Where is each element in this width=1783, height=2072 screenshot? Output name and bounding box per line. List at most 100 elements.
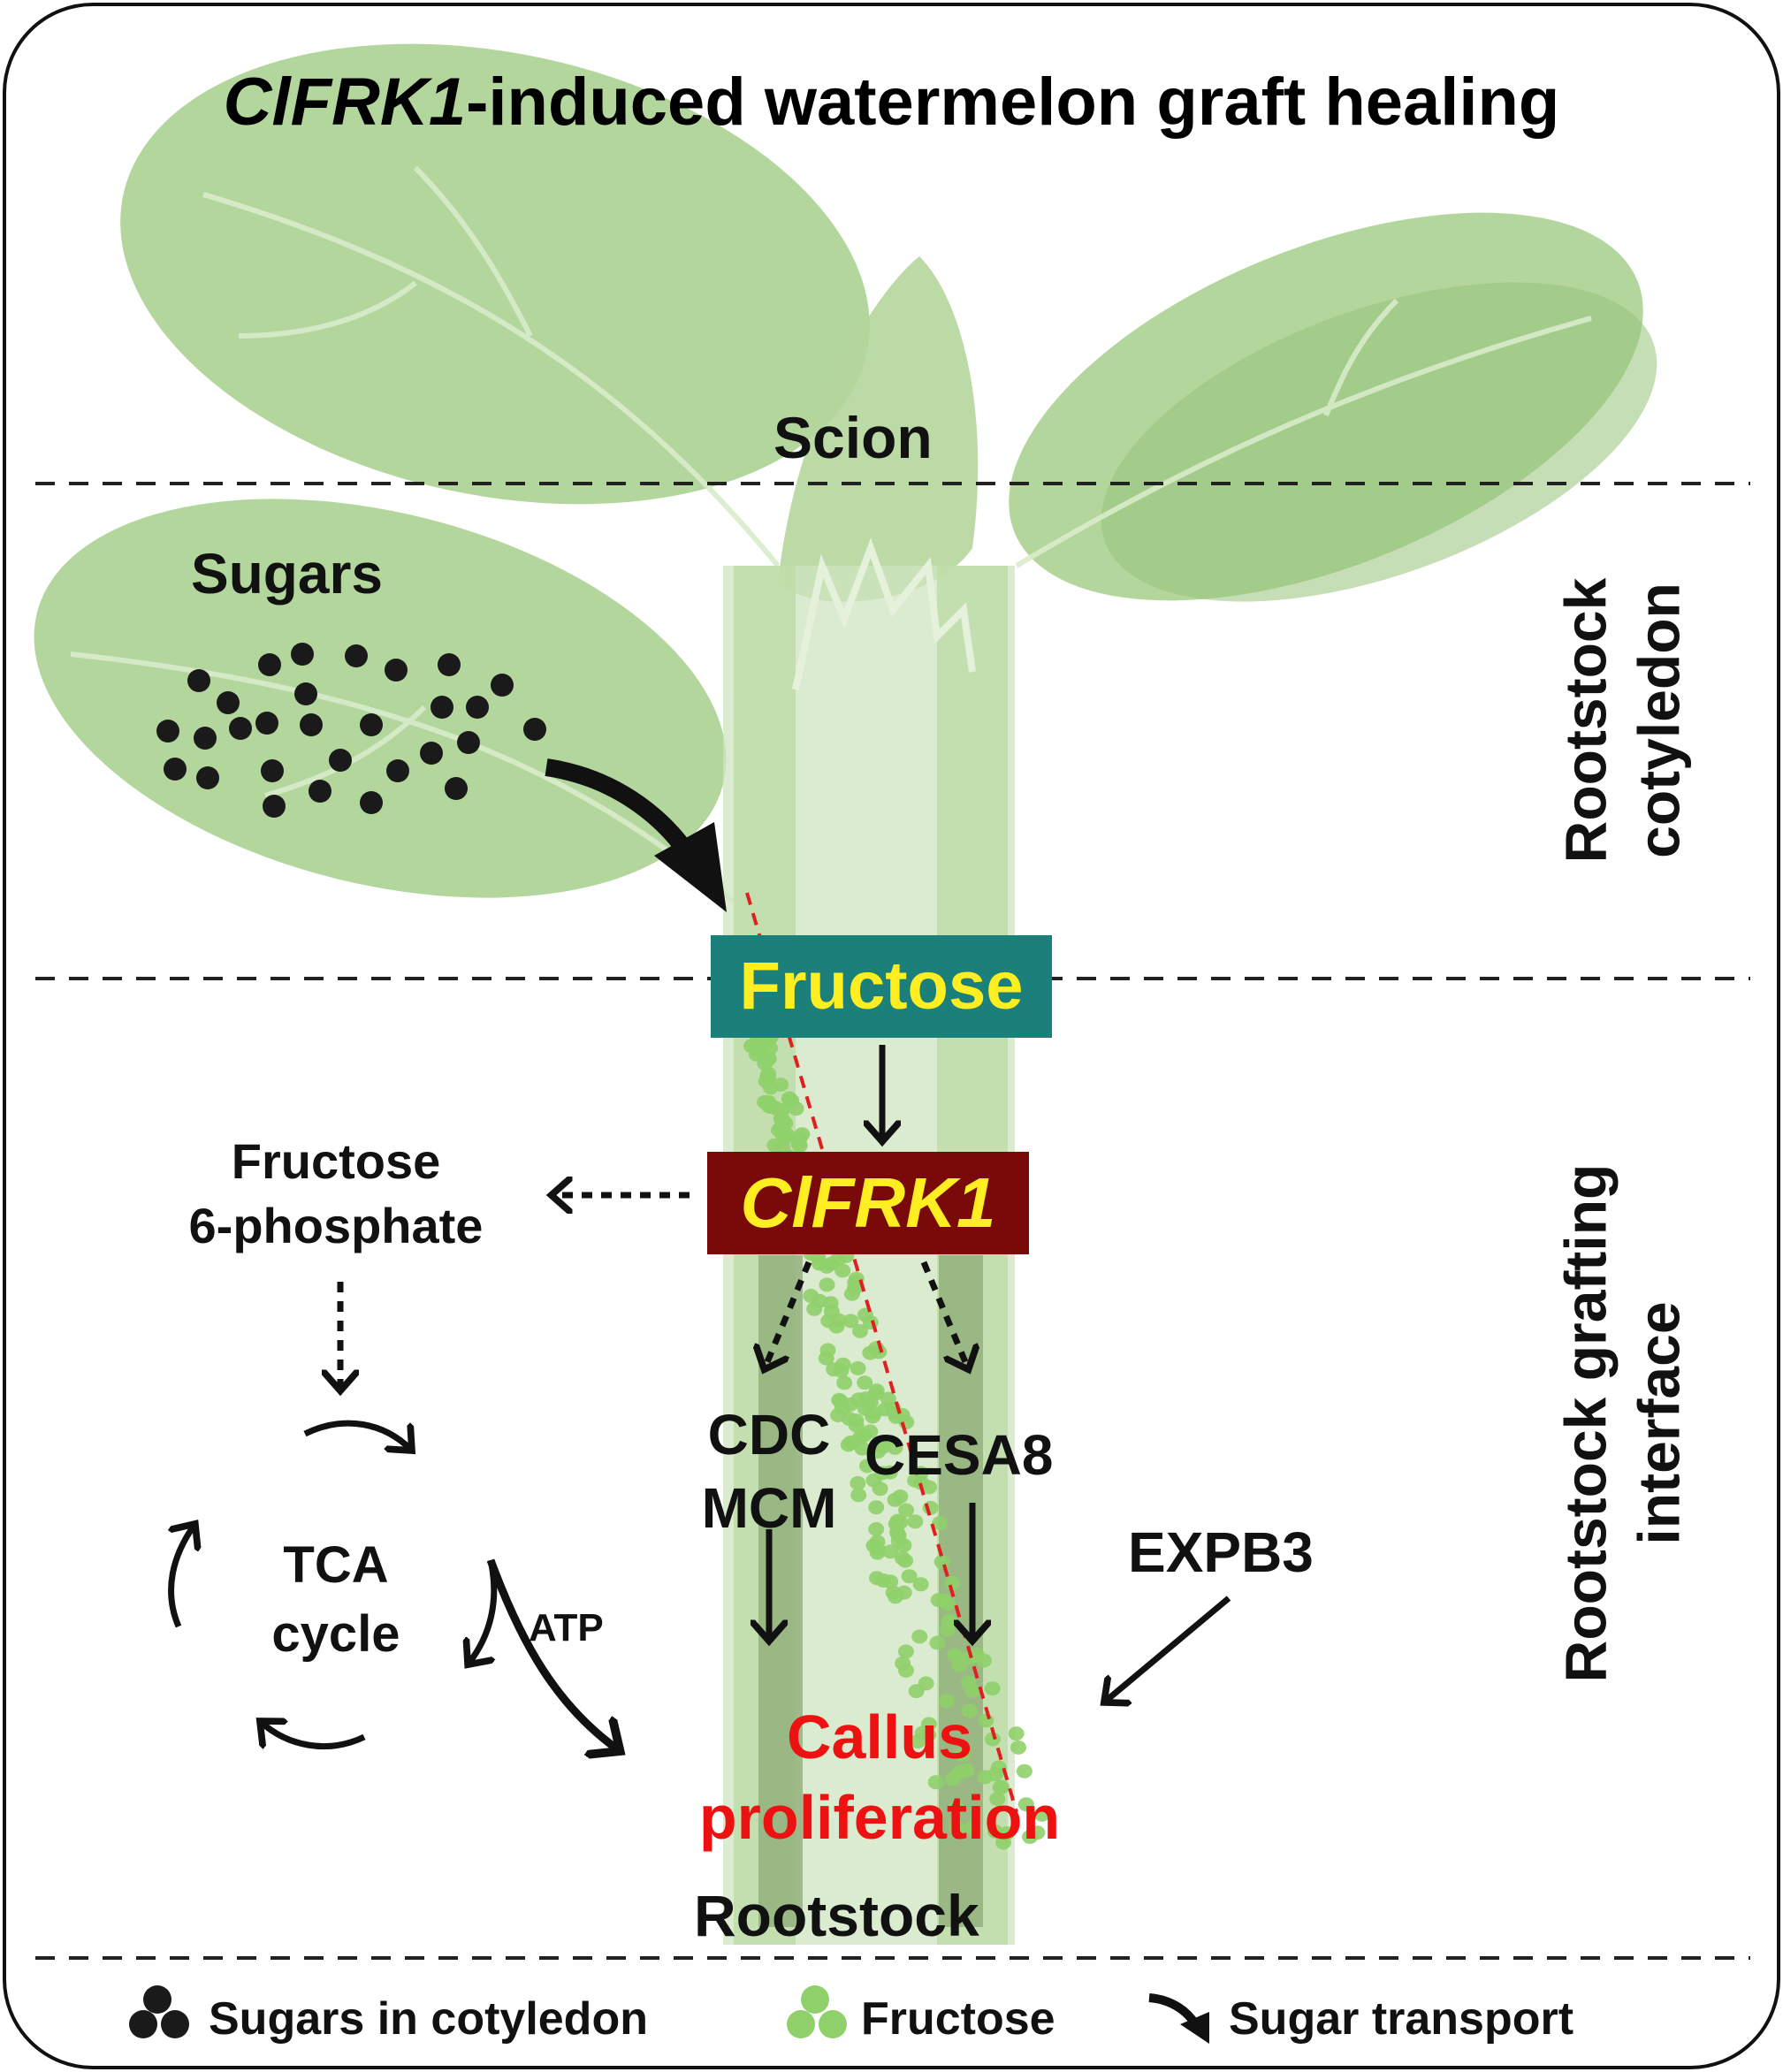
sugar-dot — [255, 712, 278, 735]
fructose-dot — [941, 1613, 957, 1628]
fructose-dot — [865, 1409, 881, 1424]
fructose-dot — [888, 1409, 904, 1424]
fructose-dot — [881, 1465, 898, 1480]
cdc-label: CDC — [707, 1403, 831, 1466]
fructose-dot — [1017, 1797, 1034, 1812]
gene-box: ClFRK1 — [707, 1152, 1029, 1254]
fructose-dot — [882, 1574, 899, 1589]
scion-bud-leaf — [778, 256, 979, 602]
scion-label: Scion — [773, 405, 933, 470]
expb3-label: EXPB3 — [1128, 1520, 1314, 1584]
fructose-dot — [944, 1575, 961, 1590]
fructose-dot — [760, 1094, 777, 1109]
fructose-dot — [933, 1555, 950, 1569]
fructose-dot — [850, 1488, 867, 1503]
fructose-dot — [1022, 1830, 1039, 1844]
tca-arrow-top — [303, 1420, 411, 1450]
title-rest: -induced watermelon graft healing — [466, 65, 1560, 140]
fructose-dot — [938, 1694, 955, 1709]
fructose-dot — [895, 1538, 912, 1553]
fructose-dot — [850, 1360, 866, 1375]
region-cotyledon-line-2: cotyledon — [1626, 583, 1691, 858]
fructose-dot — [822, 1256, 839, 1271]
region-cotyledon-line-1: Rootstock — [1552, 577, 1619, 864]
rootstock-cotyledon-leaf — [34, 499, 727, 898]
fructose-dot — [984, 1681, 1001, 1696]
sugar-dot — [438, 653, 461, 676]
fructose-dot — [850, 1475, 866, 1490]
fructose-dot — [964, 1820, 981, 1835]
fructose-dot — [854, 1441, 871, 1456]
fructose-dot — [951, 1765, 968, 1779]
fructose-dot — [843, 1286, 860, 1301]
fructose-dot — [921, 1480, 938, 1495]
cesa8-label: CESA8 — [865, 1423, 1054, 1487]
fructose-dot — [850, 1392, 867, 1407]
sugar-dot — [329, 749, 352, 772]
fructose-dot — [819, 1343, 836, 1358]
graft-cut-line — [745, 892, 1018, 1813]
sugar-dot — [523, 718, 546, 741]
sugar-dot — [294, 682, 317, 705]
legend-sugar-dots-icon — [129, 1985, 189, 2038]
f6p-line-1: Fructose — [231, 1133, 441, 1189]
fructose-dot-cloud — [743, 1027, 1050, 1850]
sugar-dot — [345, 644, 368, 667]
fructose-dot — [985, 1732, 1001, 1747]
fructose-dot — [911, 1629, 928, 1644]
sugar-dot — [263, 795, 286, 818]
fructose-dot — [948, 1800, 964, 1815]
title-gene-name: ClFRK1 — [223, 65, 467, 140]
fructose-dot — [874, 1439, 891, 1454]
sugar-dot — [258, 653, 281, 676]
seedling-illustration — [34, 43, 1657, 1945]
sugar-dot — [261, 759, 284, 782]
legend-transport-label: Sugar transport — [1229, 1993, 1574, 2045]
fructose-dot — [852, 1323, 868, 1338]
fructose-dot — [862, 1395, 879, 1410]
sugar-dot — [196, 766, 219, 789]
legend-sugars-label: Sugars in cotyledon — [209, 1993, 648, 2045]
fructose-dot — [868, 1521, 885, 1536]
fructose-dot — [994, 1779, 1010, 1794]
fructose-dot — [897, 1644, 914, 1659]
fructose-dot — [935, 1593, 952, 1608]
fructose-dot — [790, 1137, 807, 1151]
fructose-dot — [766, 1138, 783, 1153]
fructose-dot — [968, 1647, 985, 1662]
fructose-dot — [869, 1571, 885, 1586]
sugar-dot — [300, 713, 323, 736]
tca-line-1: TCA — [283, 1536, 389, 1594]
f6p-line-2: 6-phosphate — [188, 1197, 484, 1253]
fructose-dot — [960, 1675, 977, 1690]
fructose-dot — [830, 1408, 847, 1422]
sugar-dot — [466, 696, 489, 719]
fructose-dot — [811, 1293, 827, 1308]
arrow-atp-to-callus — [486, 1558, 619, 1750]
fructose-dot — [932, 1516, 949, 1530]
legend-fructose-label: Fructose — [861, 1993, 1055, 2045]
fructose-dot — [987, 1767, 1004, 1782]
fructose-dot — [781, 1091, 797, 1106]
sugar-dot — [217, 691, 240, 714]
fructose-dot — [869, 1535, 886, 1550]
callus-line-2: proliferation — [698, 1783, 1061, 1852]
sugar-transport-arrowhead — [654, 822, 727, 912]
diagram-title: ClFRK1-induced watermelon graft healing — [0, 69, 1783, 136]
fructose-dot — [836, 1375, 853, 1390]
fructose-dot — [773, 1104, 790, 1118]
fructose-dot — [834, 1357, 851, 1372]
fructose-box-label: Fructose — [739, 948, 1024, 1024]
sugar-dot — [360, 791, 383, 814]
fructose-dot — [912, 1577, 929, 1592]
sugar-dot — [194, 727, 217, 750]
sugar-dot — [360, 713, 383, 736]
fructose-dot — [897, 1553, 914, 1568]
fructose-dot — [842, 1435, 859, 1450]
sugars-label: Sugars — [191, 542, 383, 606]
atp-label: ATP — [529, 1606, 604, 1649]
